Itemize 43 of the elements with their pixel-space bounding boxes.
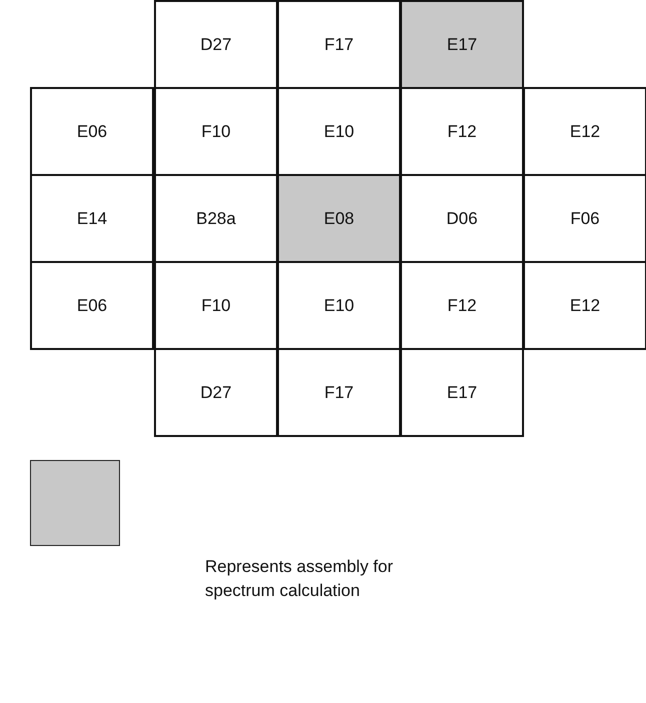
grid-cell: [277, 261, 401, 350]
grid-cell: [30, 261, 154, 350]
grid-cell: [154, 87, 278, 176]
grid-cell: [277, 174, 401, 263]
cell-label: F06: [570, 208, 600, 228]
cell-label: E06: [76, 296, 108, 316]
grid-cell: [277, 348, 401, 437]
cell-label: E10: [324, 296, 354, 316]
cell-label: E06: [76, 122, 108, 142]
grid-cell: [523, 174, 646, 263]
cell-label: E10: [324, 122, 354, 142]
cell-label: B28a: [196, 208, 236, 228]
cell-label: E17: [446, 382, 478, 402]
legend-text: Represents assembly for spectrum calculation: [205, 556, 394, 602]
cell-label: F10: [201, 122, 231, 142]
cell-label: E17: [446, 34, 478, 54]
cell-label: F17: [324, 34, 354, 54]
grid-cell: [400, 348, 524, 437]
grid-cell: [277, 0, 401, 89]
grid-cell: [523, 261, 646, 350]
grid-cell: [400, 0, 524, 89]
cell-label: F17: [324, 382, 354, 402]
grid-cell: [400, 174, 524, 263]
cell-label: F12: [447, 296, 477, 316]
cell-label: E12: [570, 296, 600, 316]
grid-cell: [154, 0, 278, 89]
cell-label: D27: [200, 382, 232, 402]
grid-cell: [30, 87, 154, 176]
grid-cell: [154, 261, 278, 350]
cell-label: D06: [446, 208, 478, 228]
cell-label: E12: [570, 122, 600, 142]
cell-label: D27: [200, 34, 232, 54]
cell-label: F12: [447, 122, 477, 142]
grid-cell: [30, 174, 154, 263]
grid-cell: [523, 87, 646, 176]
grid-cell: [154, 174, 278, 263]
grid-cell: [154, 348, 278, 437]
grid-cell: [400, 261, 524, 350]
cell-label: E08: [324, 208, 354, 228]
grid-cell: [277, 87, 401, 176]
grid-cell: [400, 87, 524, 176]
cell-label: F10: [201, 296, 231, 316]
cell-label: E14: [76, 208, 108, 228]
